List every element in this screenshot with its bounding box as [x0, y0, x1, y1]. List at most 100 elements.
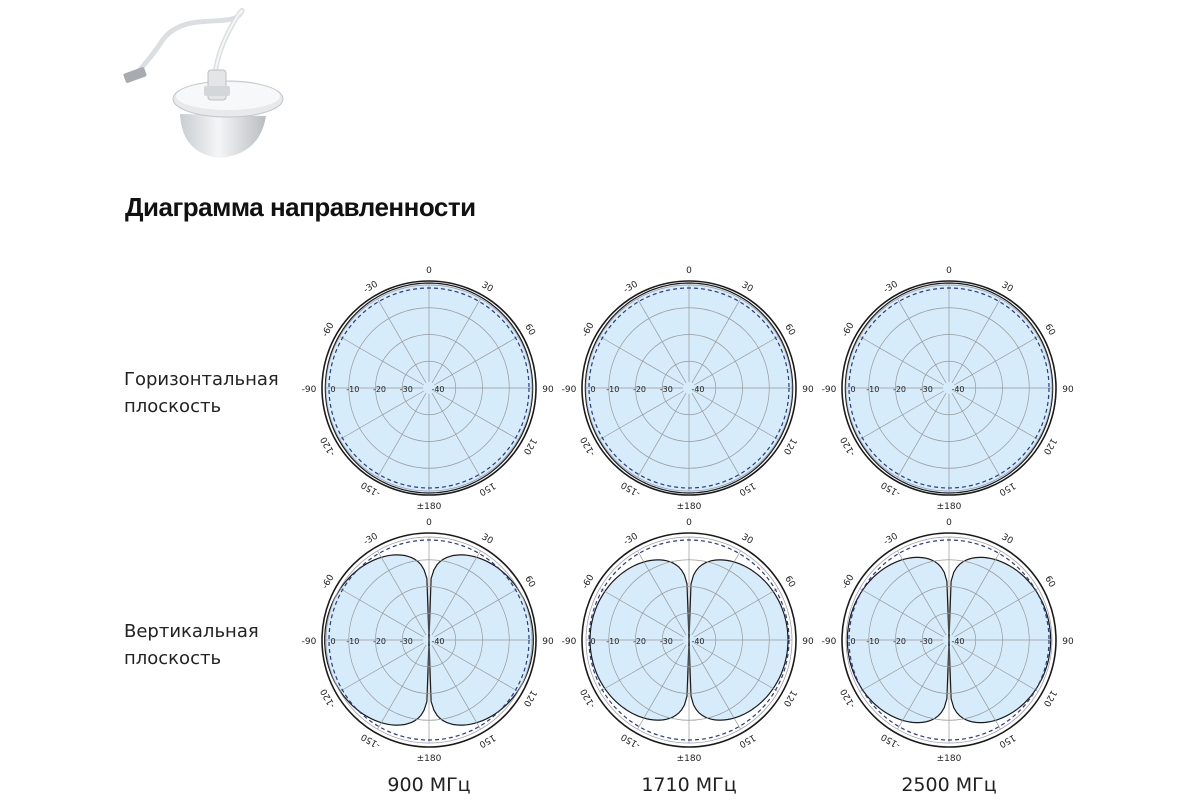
frequency-label: 2500 МГц: [901, 774, 997, 796]
grid-spoke: [954, 642, 1039, 692]
grid-spoke: [599, 390, 684, 440]
angle-label: 60: [1042, 575, 1057, 590]
angle-label: 0: [426, 518, 432, 528]
outer-circle: [581, 532, 797, 748]
radial-label: -40: [431, 385, 444, 394]
outer-circle: [841, 280, 1057, 496]
angle-label: 90: [802, 385, 814, 395]
angle-label: ±180: [677, 754, 702, 764]
reference-dashed-circle: [328, 539, 530, 741]
grid-spoke: [431, 298, 481, 383]
radial-label: 0: [590, 385, 595, 394]
radial-label: -40: [431, 637, 444, 646]
angle-label: ±180: [937, 754, 962, 764]
grid-spoke: [637, 393, 687, 478]
angle-label: -60: [841, 573, 857, 591]
grid-spoke: [951, 298, 1001, 383]
angle-label: 0: [426, 266, 432, 276]
angle-label: 30: [740, 532, 755, 547]
radial-label: -30: [920, 637, 933, 646]
angle-label: -60: [321, 321, 337, 339]
row-label-line: Вертикальная: [124, 621, 259, 642]
angle-label: 30: [480, 280, 495, 295]
grid-spoke: [637, 298, 687, 383]
reference-dashed-circle: [588, 287, 790, 489]
angle-label: 0: [686, 518, 692, 528]
angle-label: -30: [362, 279, 380, 295]
angle-label: -60: [581, 573, 597, 591]
radial-label: -40: [691, 385, 704, 394]
polar-plot: 0306090120150±180-150-120-90-60-300-10-2…: [302, 518, 554, 764]
grid-spoke: [897, 298, 947, 383]
angle-label: -30: [362, 531, 380, 547]
radial-label: -30: [400, 385, 413, 394]
angle-label: ±180: [417, 502, 442, 512]
grid-spoke: [694, 390, 779, 440]
radial-label: -30: [400, 637, 413, 646]
row-label-vertical: Вертикальная плоскость: [124, 618, 259, 672]
angle-label: 60: [782, 575, 797, 590]
grid-spoke: [694, 642, 779, 692]
grid-spoke: [694, 588, 779, 638]
reference-dashed-circle: [848, 539, 1050, 741]
radial-label: 0: [850, 385, 855, 394]
radial-label: -30: [920, 385, 933, 394]
grid-spoke: [694, 336, 779, 386]
angle-label: -90: [822, 385, 837, 395]
radial-label: -10: [606, 637, 619, 646]
grid-spoke: [859, 390, 944, 440]
grid-spoke: [339, 588, 424, 638]
radial-label: -10: [866, 385, 879, 394]
angle-label: 60: [522, 575, 537, 590]
angle-label: -90: [302, 385, 317, 395]
grid-spoke: [431, 645, 481, 730]
radial-label: 0: [590, 637, 595, 646]
angle-label: -90: [562, 637, 577, 647]
angle-label: 90: [802, 637, 814, 647]
angle-label: 30: [1000, 532, 1015, 547]
radial-label: -40: [951, 637, 964, 646]
radial-label: -20: [893, 637, 906, 646]
angle-label: ±180: [677, 502, 702, 512]
grid-spoke: [339, 390, 424, 440]
grid-spoke: [691, 393, 741, 478]
angle-label: 90: [542, 637, 554, 647]
reference-dashed-circle: [588, 539, 790, 741]
grid-spoke: [897, 550, 947, 635]
grid-spoke: [954, 336, 1039, 386]
grid-spoke: [897, 645, 947, 730]
radial-label: -30: [660, 385, 673, 394]
angle-label: 30: [740, 280, 755, 295]
outer-circle: [321, 532, 537, 748]
angle-label: 30: [1000, 280, 1015, 295]
grid-spoke: [954, 390, 1039, 440]
polar-plot: 0306090120150±180-150-120-90-60-300-10-2…: [302, 266, 554, 512]
grid-spoke: [691, 550, 741, 635]
angle-label: -90: [822, 637, 837, 647]
grid-spoke: [434, 588, 519, 638]
angle-label: -60: [321, 573, 337, 591]
angle-label: ±180: [937, 502, 962, 512]
grid-spoke: [897, 393, 947, 478]
antenna-product-image: [123, 8, 284, 158]
radial-label: -20: [893, 385, 906, 394]
grid-spoke: [951, 393, 1001, 478]
grid-spoke: [954, 588, 1039, 638]
angle-label: -90: [302, 637, 317, 647]
angle-label: 90: [1062, 637, 1074, 647]
angle-label: 90: [542, 385, 554, 395]
radial-label: -20: [373, 385, 386, 394]
grid-spoke: [434, 336, 519, 386]
grid-spoke: [599, 642, 684, 692]
radial-label: -20: [373, 637, 386, 646]
angle-label: 60: [1042, 323, 1057, 338]
grid-spoke: [599, 588, 684, 638]
angle-label: 0: [686, 266, 692, 276]
grid-spoke: [599, 336, 684, 386]
grid-spoke: [377, 393, 427, 478]
grid-spoke: [859, 336, 944, 386]
radial-label: -40: [691, 637, 704, 646]
radial-label: -10: [866, 637, 879, 646]
grid-spoke: [377, 645, 427, 730]
